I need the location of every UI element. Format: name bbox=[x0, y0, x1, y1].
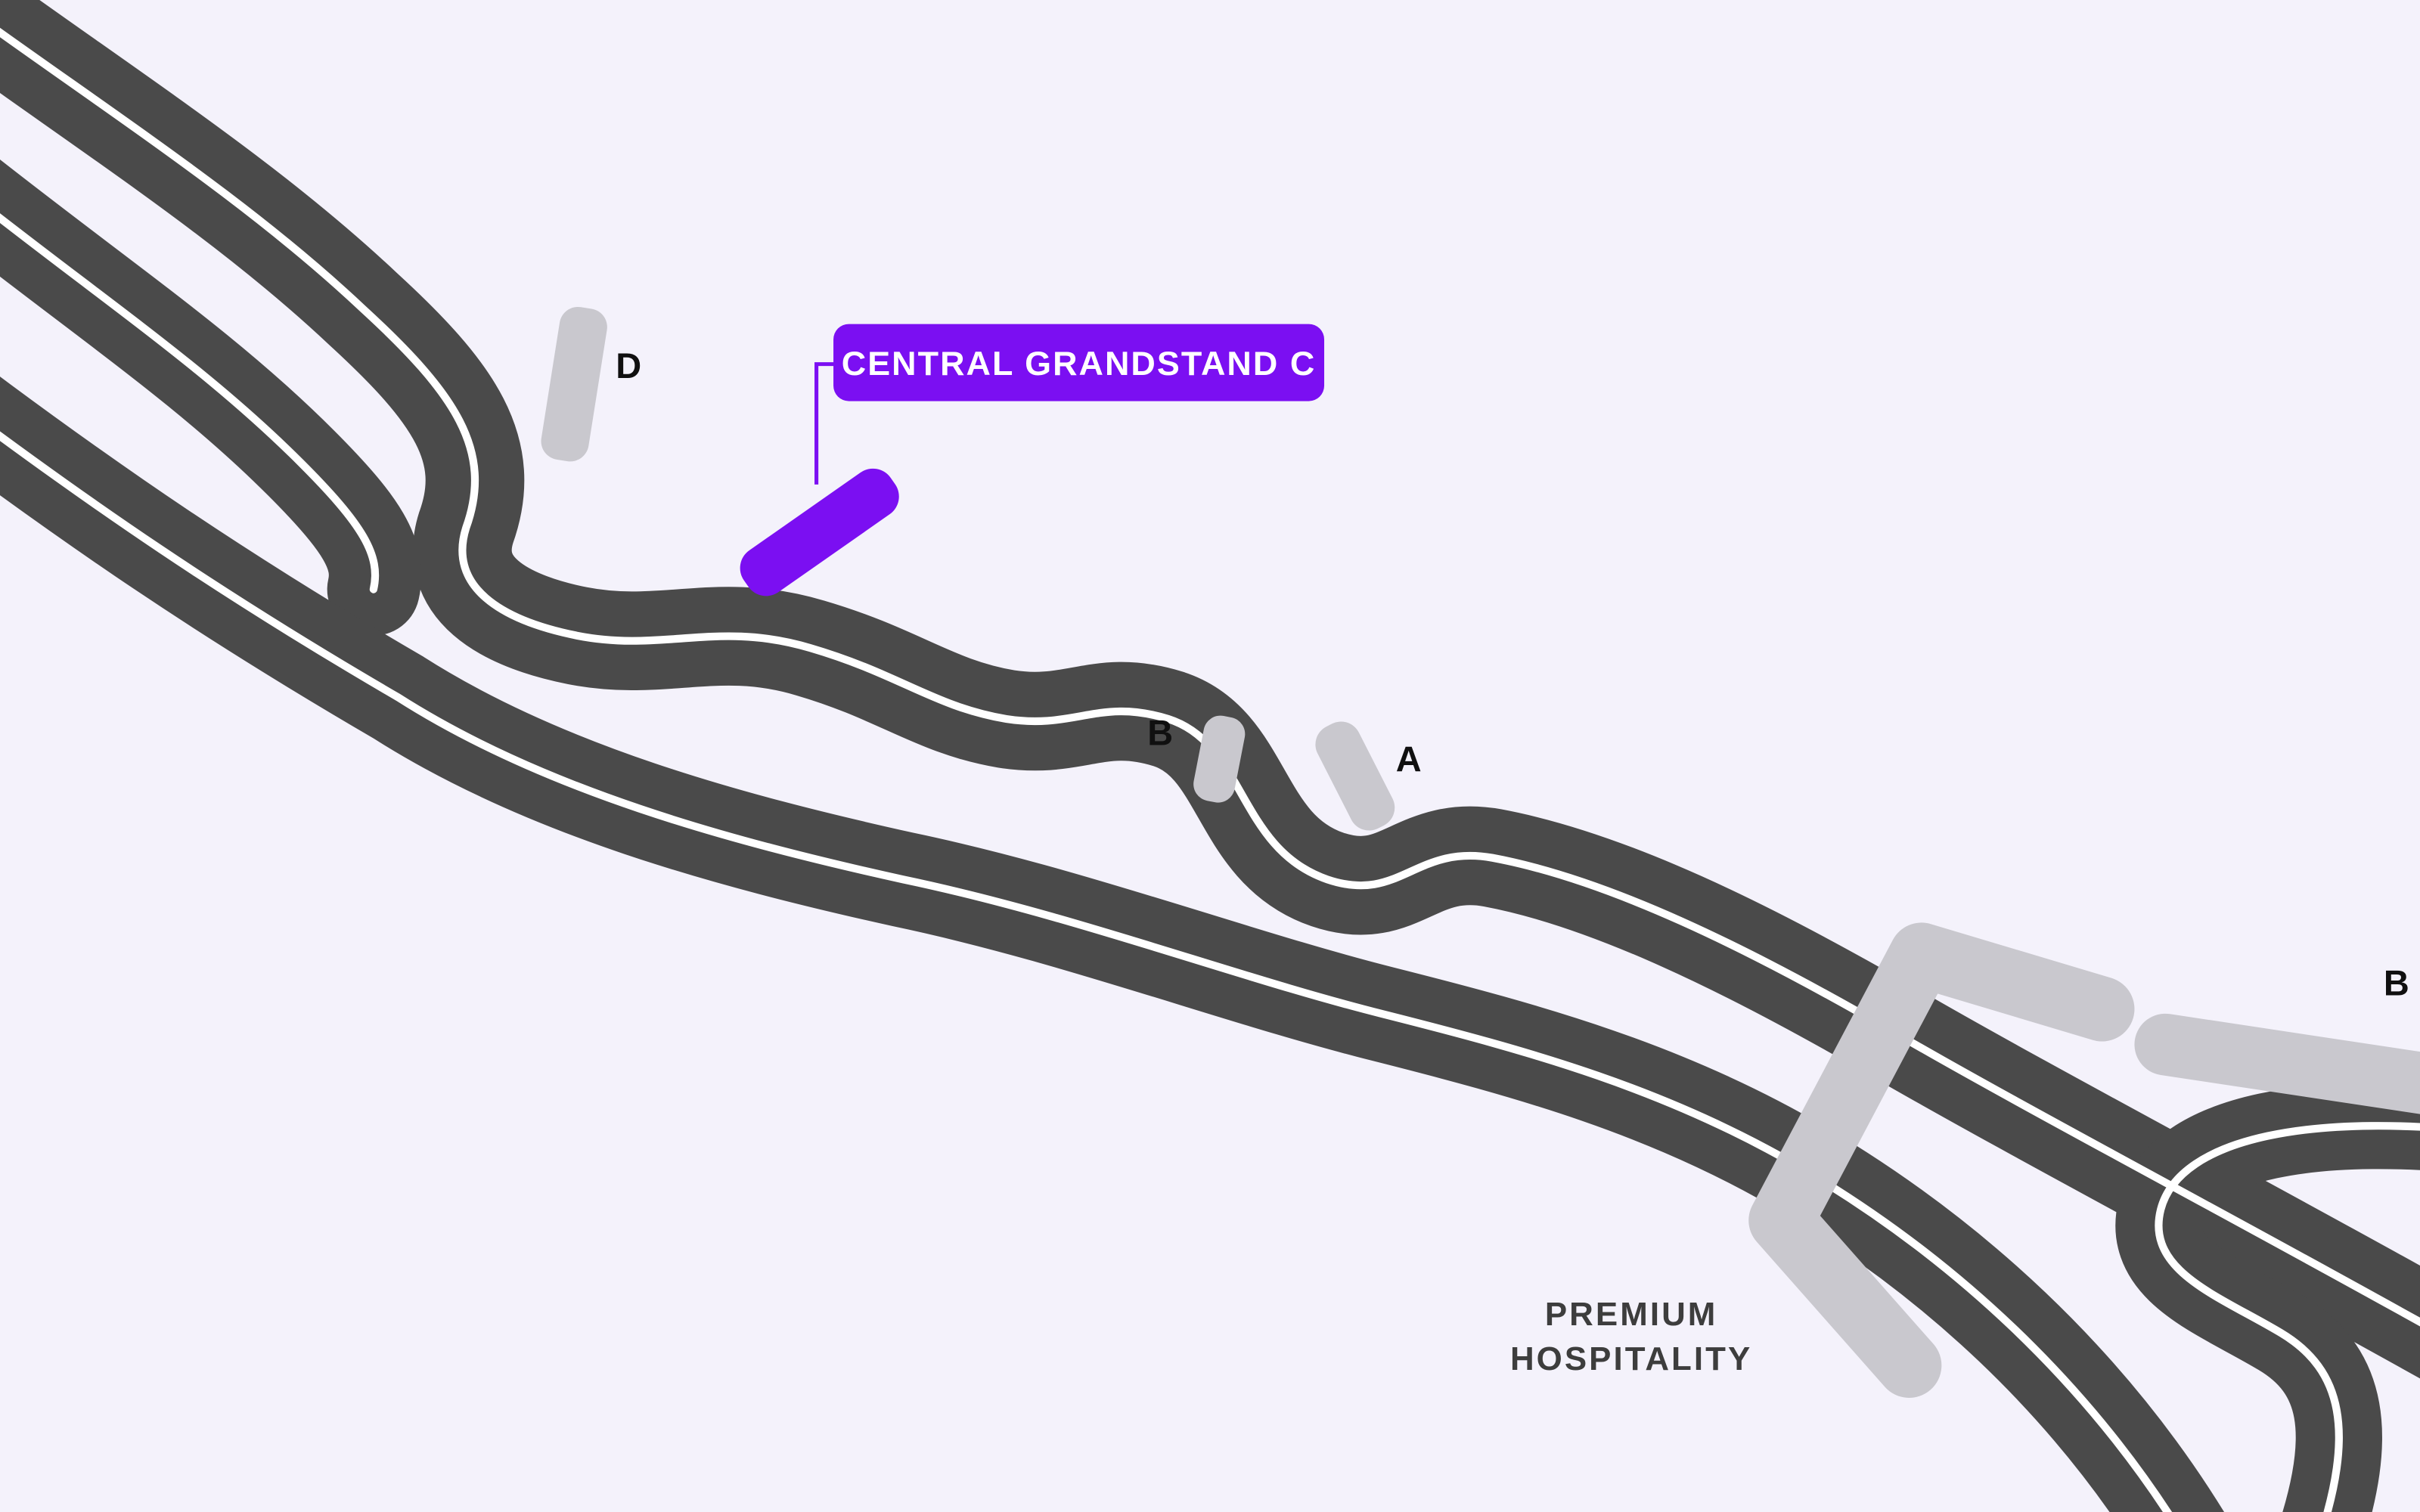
grandstand-central-c[interactable] bbox=[731, 460, 908, 605]
callout-label: CENTRAL GRANDSTAND C bbox=[842, 344, 1317, 383]
track-centerline-southeast bbox=[2155, 1122, 2420, 1512]
grandstand-b-infield-label: B bbox=[1147, 714, 1174, 753]
callout-box[interactable] bbox=[833, 324, 1325, 401]
track-centerline-lower bbox=[0, 431, 2173, 1512]
grandstand-b-infield[interactable] bbox=[1190, 713, 1248, 806]
callout-connector-line bbox=[814, 362, 836, 485]
track-centerline-upper-inner bbox=[0, 213, 380, 593]
grandstand-d[interactable] bbox=[538, 304, 610, 463]
grandstand-b-main[interactable] bbox=[2134, 1013, 2420, 1114]
track-centerline-corner bbox=[0, 27, 2420, 1327]
grandstands: D B A B bbox=[538, 304, 2420, 1398]
grandstand-a-label: A bbox=[1396, 739, 1423, 779]
grandstand-b-main-label: B bbox=[2384, 963, 2410, 1002]
premium-hospitality-line2: HOSPITALITY bbox=[1510, 1340, 1752, 1377]
central-grandstand-callout: CENTRAL GRANDSTAND C bbox=[814, 324, 1325, 485]
grandstand-a[interactable] bbox=[1308, 714, 1401, 837]
premium-hospitality-label: PREMIUM HOSPITALITY bbox=[1510, 1296, 1752, 1377]
grandstand-d-label: D bbox=[616, 346, 642, 386]
premium-hospitality-stand[interactable] bbox=[1748, 922, 2135, 1398]
premium-hospitality-line1: PREMIUM bbox=[1545, 1296, 1718, 1333]
